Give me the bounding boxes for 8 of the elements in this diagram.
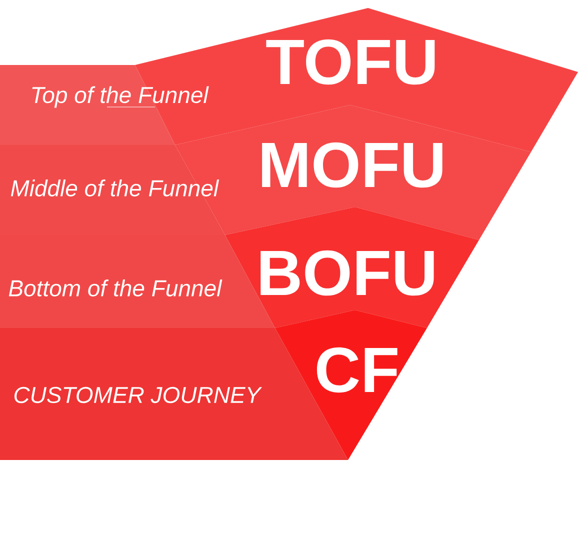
stage-label: BOFU (260, 250, 434, 296)
band-label: Bottom of the Funnel (8, 280, 222, 296)
stage-label: TOFU (266, 39, 435, 85)
band-label: Middle of the Funnel (10, 180, 220, 196)
band-label: Top of the Funnel (32, 86, 209, 108)
band-label: CUSTOMER JOURNEY (14, 386, 262, 404)
stage-label: MOFU (262, 142, 442, 188)
stage-label: CF (316, 347, 398, 393)
